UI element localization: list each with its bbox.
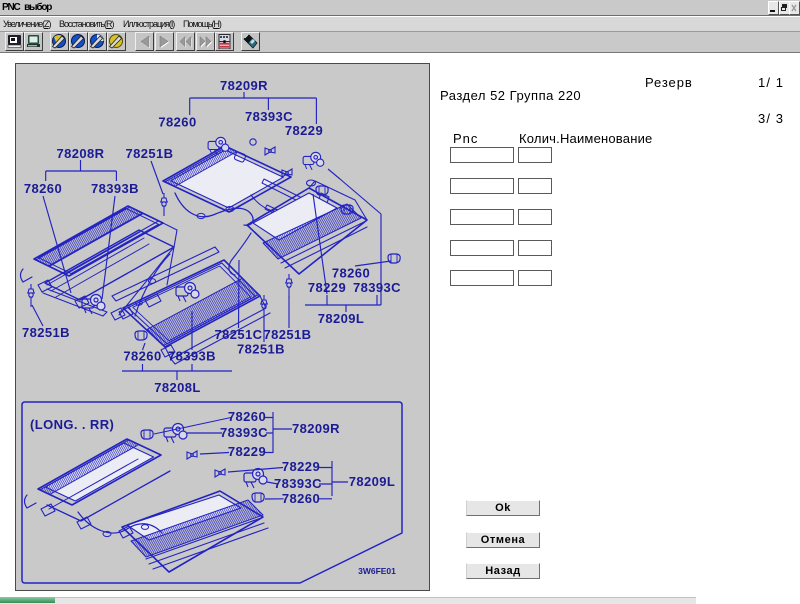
svg-text:78209L: 78209L xyxy=(318,311,365,326)
svg-text:78393B: 78393B xyxy=(91,181,139,196)
svg-text:78209L: 78209L xyxy=(349,474,396,489)
svg-text:78251B: 78251B xyxy=(22,325,70,340)
svg-text:78229: 78229 xyxy=(282,459,320,474)
svg-text:78260: 78260 xyxy=(158,114,196,129)
svg-text:3W6FE01: 3W6FE01 xyxy=(358,566,396,576)
svg-text:78229: 78229 xyxy=(228,444,266,459)
svg-text:78229: 78229 xyxy=(308,280,346,295)
svg-text:78393C: 78393C xyxy=(274,476,322,491)
svg-text:78260: 78260 xyxy=(24,181,62,196)
svg-text:78260: 78260 xyxy=(123,348,161,363)
svg-text:78393C: 78393C xyxy=(245,109,293,124)
svg-text:(LONG. . RR): (LONG. . RR) xyxy=(30,417,114,432)
svg-text:78251B: 78251B xyxy=(126,146,174,161)
svg-text:78260: 78260 xyxy=(228,409,266,424)
svg-text:78251C: 78251C xyxy=(215,327,263,342)
svg-text:78208R: 78208R xyxy=(57,146,105,161)
svg-text:78393B: 78393B xyxy=(168,348,216,363)
svg-text:78209R: 78209R xyxy=(292,421,340,436)
svg-text:78260: 78260 xyxy=(332,265,370,280)
svg-text:78393C: 78393C xyxy=(220,425,268,440)
svg-text:78209R: 78209R xyxy=(220,78,268,93)
svg-text:78251B: 78251B xyxy=(264,327,312,342)
svg-text:78260: 78260 xyxy=(282,491,320,506)
svg-text:78208L: 78208L xyxy=(154,380,201,395)
svg-text:78393C: 78393C xyxy=(353,280,401,295)
svg-text:78251B: 78251B xyxy=(237,341,285,356)
svg-text:78229: 78229 xyxy=(285,123,323,138)
